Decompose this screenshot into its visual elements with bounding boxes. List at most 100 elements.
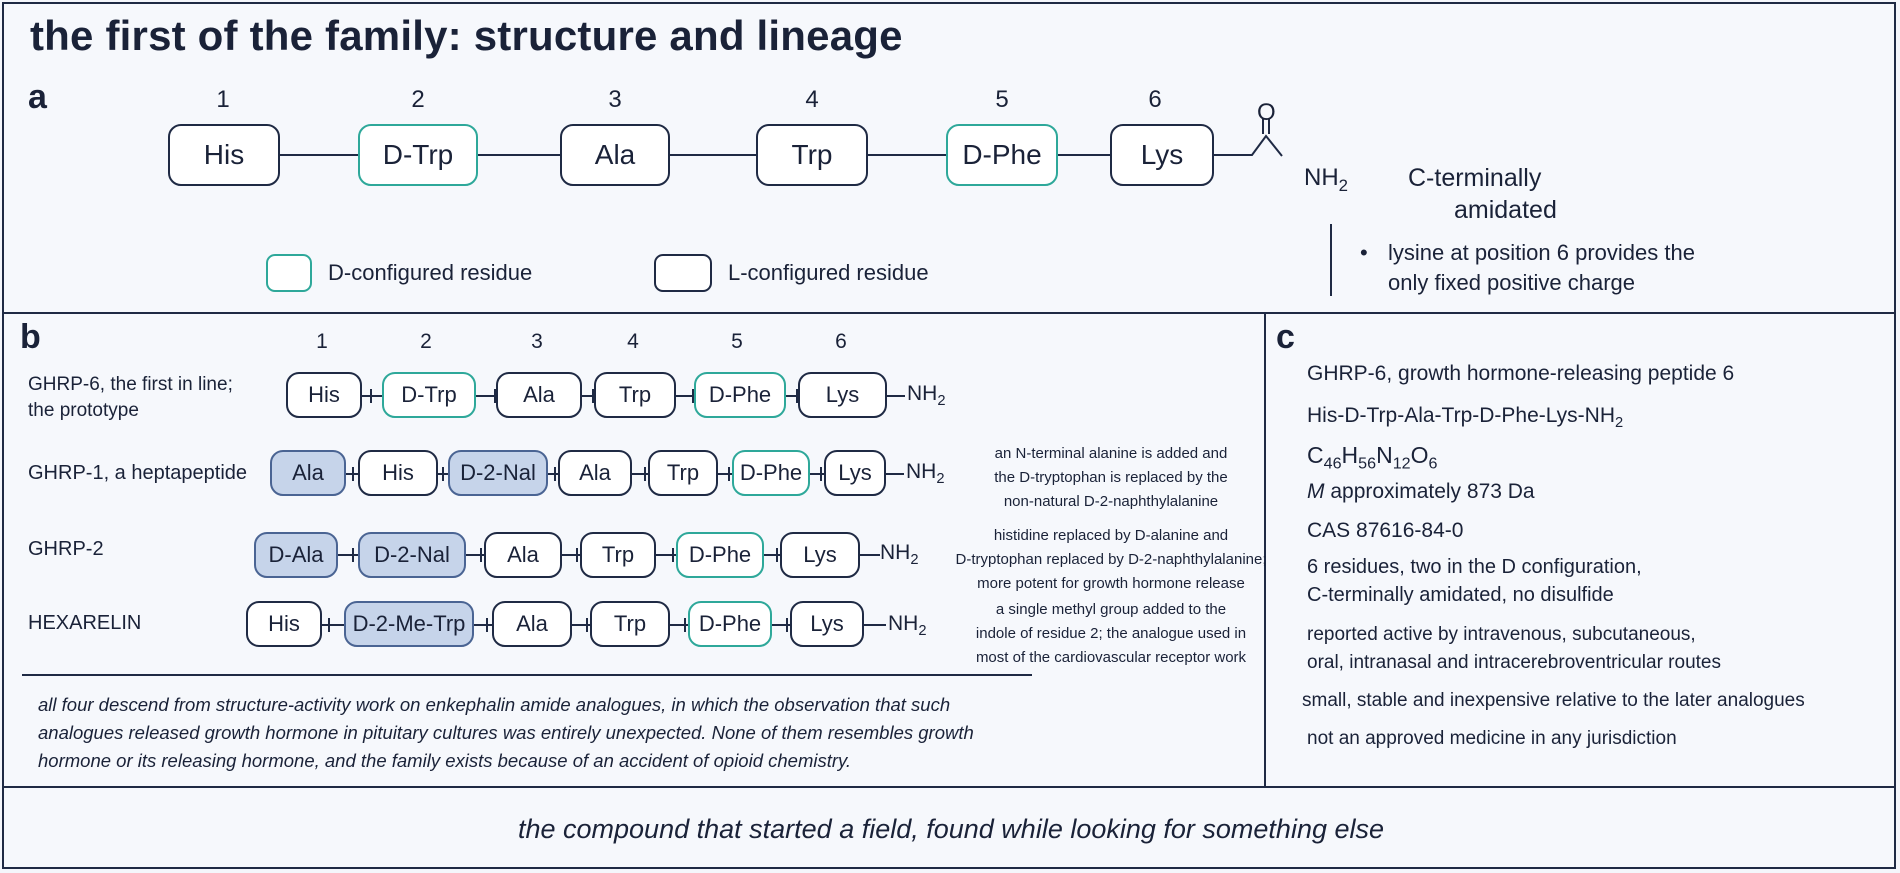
separator-b-caption [4,786,1894,788]
legend-d-label: D-configured residue [328,260,533,285]
ghrp-1-note-line3: non-natural D-2-naphthylalanine [1003,493,1219,510]
bond-tick [672,548,674,562]
c-terminal-nh-subscript: 2 [910,552,919,569]
position-number: 5 [731,330,743,353]
bond-tick [692,389,694,403]
position-number: 4 [627,330,639,353]
analogue-name-hexarelin: HEXARELIN [28,612,142,634]
peptide-bond [864,624,886,626]
lysine-note-line1: lysine at position 6 provides the [1388,240,1695,265]
compound-name: GHRP-6, growth hormone-releasing peptide… [1307,362,1735,385]
bond-tick [786,618,788,632]
compound-sequence: His-D-Trp-Ala-Trp-D-Phe-Lys-NH2 [1307,404,1623,431]
peptide-bond [772,624,790,626]
c-terminal-nh2: NH2 [906,460,945,487]
residue-summary-line1: 6 residues, two in the D configuration, [1307,556,1642,578]
residue-lys: Lys [790,601,864,647]
peptide-bond [280,154,358,156]
residue-ala: Ala [484,532,562,578]
amide-nh-text: NH [1304,164,1339,191]
bottom-caption: the compound that started a field, found… [517,814,1385,844]
panel-b-label: b [20,318,41,356]
residue-lys: Lys [1110,124,1214,186]
routes-line2: oral, intranasal and intracerebroventric… [1307,652,1721,673]
peptide-bond [810,473,824,475]
ghrp-1-note-line1: an N-terminal alanine is added and [994,445,1228,462]
legend-l-label: L-configured residue [728,260,929,285]
formula-element: C [1307,442,1324,468]
residue-d-2-me-trp: D-2-Me-Trp [344,601,474,647]
residue-ala: Ala [560,124,670,186]
formula-element: N [1376,442,1393,468]
analogue-name-ghrp-1: GHRP-1, a heptapeptide [28,462,248,484]
formula-count: 6 [1428,454,1438,473]
hexarelin-note-line3: most of the cardiovascular receptor work [975,649,1247,666]
peptide-bond [1058,154,1110,156]
ghrp-1-note-line2: the D-tryptophan is replaced by the [994,469,1228,486]
hexarelin-note-line2: indole of residue 2; the analogue used i… [975,625,1247,642]
residue-summary-line2: C-terminally amidated, no disulfide [1307,584,1614,606]
residue-d-trp: D-Trp [382,372,476,418]
position-number: 4 [805,86,819,113]
residue-ala: Ala [492,601,572,647]
legend-d-swatch [266,254,312,292]
cas-number: CAS 87616-84-0 [1307,519,1464,542]
position-number: 1 [216,86,230,113]
formula-element: H [1341,442,1359,468]
bond-tick [442,467,444,481]
c-terminal-nh-subscript: 2 [936,471,945,488]
position-number: 2 [411,86,425,113]
peptide-bond [582,395,594,397]
peptide-bond [548,473,558,475]
peptide-bond [322,624,344,626]
routes-line1: reported active by intravenous, subcutan… [1307,624,1696,645]
lineage-footnote-line2: analogues released growth hormone in pit… [38,722,974,743]
bond-tick [352,467,354,481]
peptide-bond [476,395,496,397]
sequence-text: His-D-Trp-Ala-Trp-D-Phe-Lys-NH [1307,404,1615,427]
peptide-bond [562,554,580,556]
peptide-bond [466,554,484,556]
residue-d-phe: D-Phe [694,372,786,418]
residue-d-phe: D-Phe [732,450,810,496]
c-terminal-nh2: NH2 [907,382,946,409]
formula-element: O [1410,442,1429,468]
position-number: 2 [420,330,432,353]
residue-d-trp: D-Trp [358,124,478,186]
residue-ala: Ala [496,372,582,418]
bond-tick [796,389,798,403]
peptide-bond [764,554,780,556]
bond-tick [328,618,330,632]
analogue-name-ghrp-6-line1: GHRP-6, the first in line; [28,374,233,395]
peptide-bond [868,154,946,156]
stability-note: small, stable and inexpensive relative t… [1302,690,1805,711]
residue-lys: Lys [798,372,887,418]
peptide-bond [478,154,560,156]
bond-tick [644,467,646,481]
peptide-bond [786,395,798,397]
separator-b-c [1264,314,1266,786]
bond-tick [728,467,730,481]
c-terminal-nh2: NH2 [880,541,919,568]
residue-lys: Lys [824,450,886,496]
molecular-formula: C46H56N12O6 [1307,442,1437,474]
analogue-name-ghrp-2: GHRP-2 [28,538,104,560]
bond-tick [820,467,822,481]
bond-tick [494,389,496,403]
residue-lys: Lys [780,532,860,578]
figure-title: the first of the family: structure and l… [30,12,903,59]
peptide-bond [887,395,905,397]
peptide-bond [656,554,676,556]
residue-trp: Trp [756,124,868,186]
ghrp-2-note-line1: histidine replaced by D-alanine and [993,527,1229,544]
bond-tick [684,618,686,632]
carbonyl-oxygen: O [1257,99,1276,126]
mass-text: approximately 873 Da [1324,480,1535,503]
residue-trp: Trp [580,532,656,578]
c-terminal-nh-subscript: 2 [918,623,927,640]
peptide-bond [572,624,590,626]
c-terminal-nh-text: NH [906,460,937,483]
c-terminal-nh2: NH2 [888,612,927,639]
residue-his: His [358,450,438,496]
